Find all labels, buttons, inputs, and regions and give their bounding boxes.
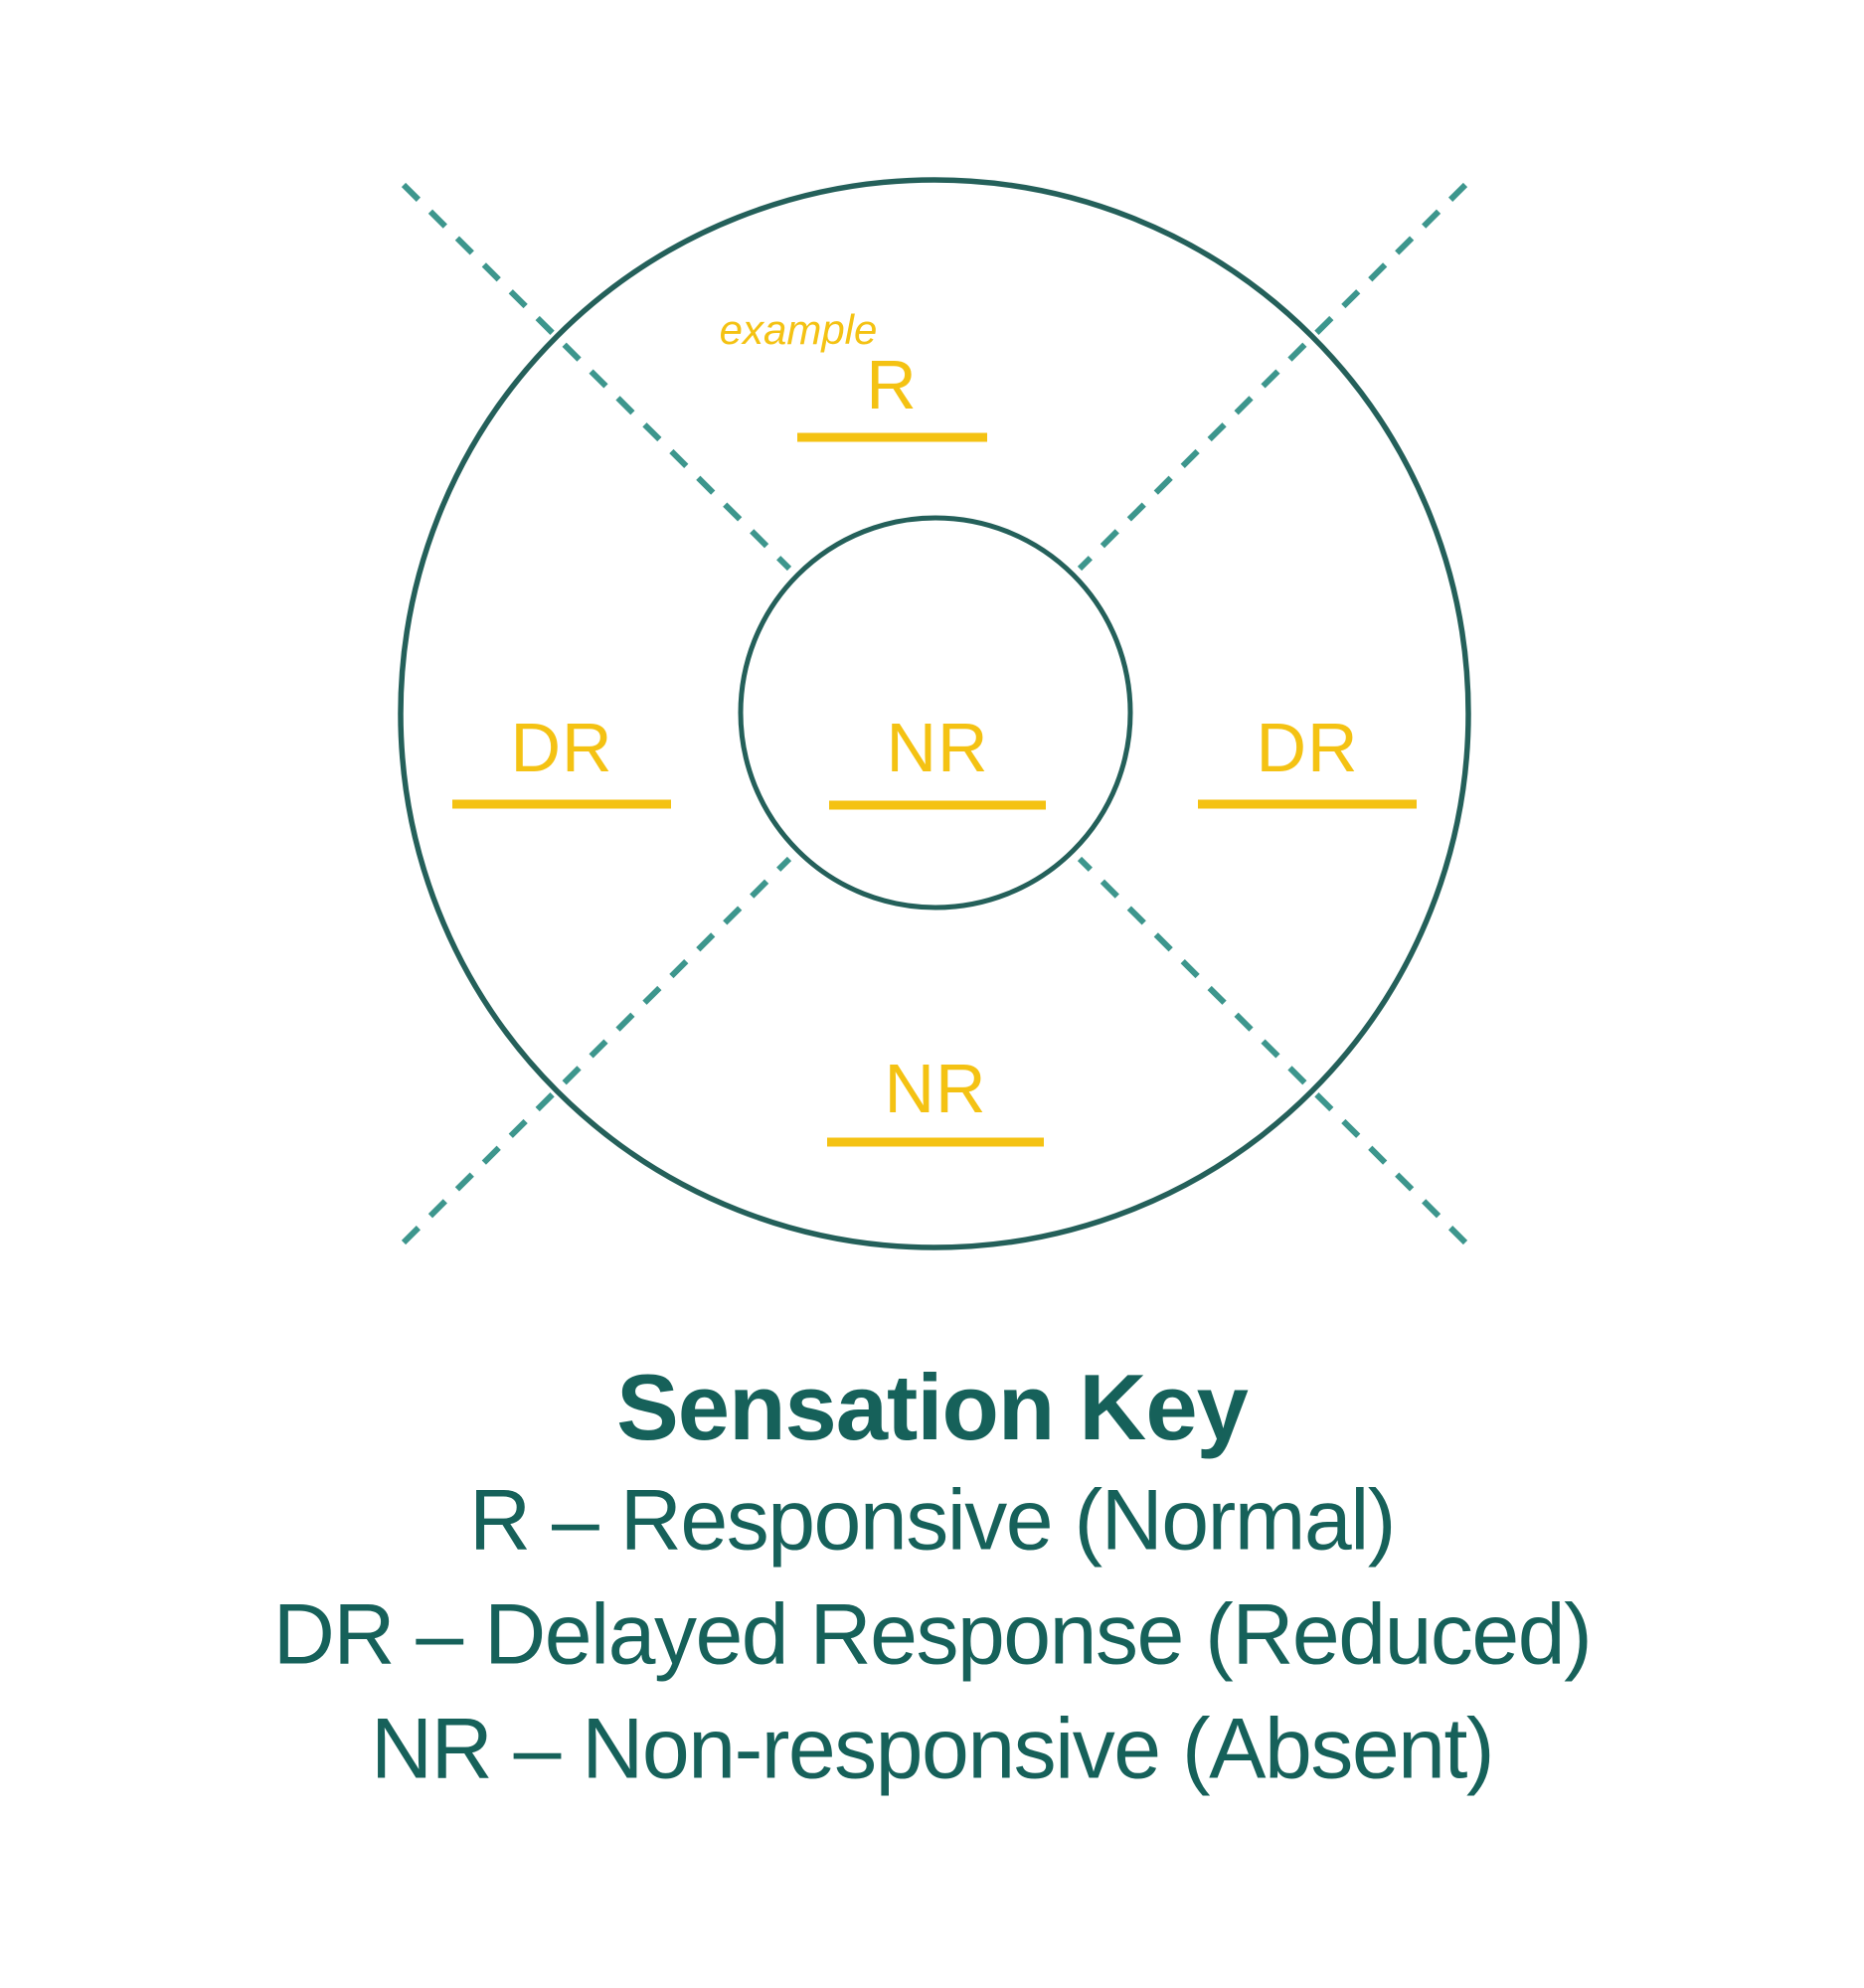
zone-label-top: R bbox=[866, 346, 918, 423]
legend-entry-delayed-response: DR – Delayed Response (Reduced) bbox=[272, 1586, 1593, 1683]
zone-label-center: NR bbox=[886, 709, 989, 786]
legend-entry-responsive: R – Responsive (Normal) bbox=[469, 1472, 1396, 1569]
example-annotation: example bbox=[719, 306, 878, 353]
zone-label-left: DR bbox=[510, 709, 613, 786]
zone-label-right: DR bbox=[1256, 709, 1359, 786]
outer-circle bbox=[398, 177, 1471, 1250]
dashed-diagonal-bottom-right bbox=[1077, 856, 1468, 1245]
zone-label-bottom: NR bbox=[884, 1050, 987, 1127]
legend-entry-non-responsive: NR – Non-responsive (Absent) bbox=[370, 1701, 1495, 1797]
dashed-diagonal-top-right bbox=[1077, 182, 1468, 572]
dashed-diagonal-bottom-left bbox=[401, 856, 792, 1245]
inner-circle bbox=[738, 515, 1133, 911]
dashed-diagonal-top-left bbox=[401, 182, 792, 572]
legend-title: Sensation Key bbox=[616, 1355, 1249, 1459]
